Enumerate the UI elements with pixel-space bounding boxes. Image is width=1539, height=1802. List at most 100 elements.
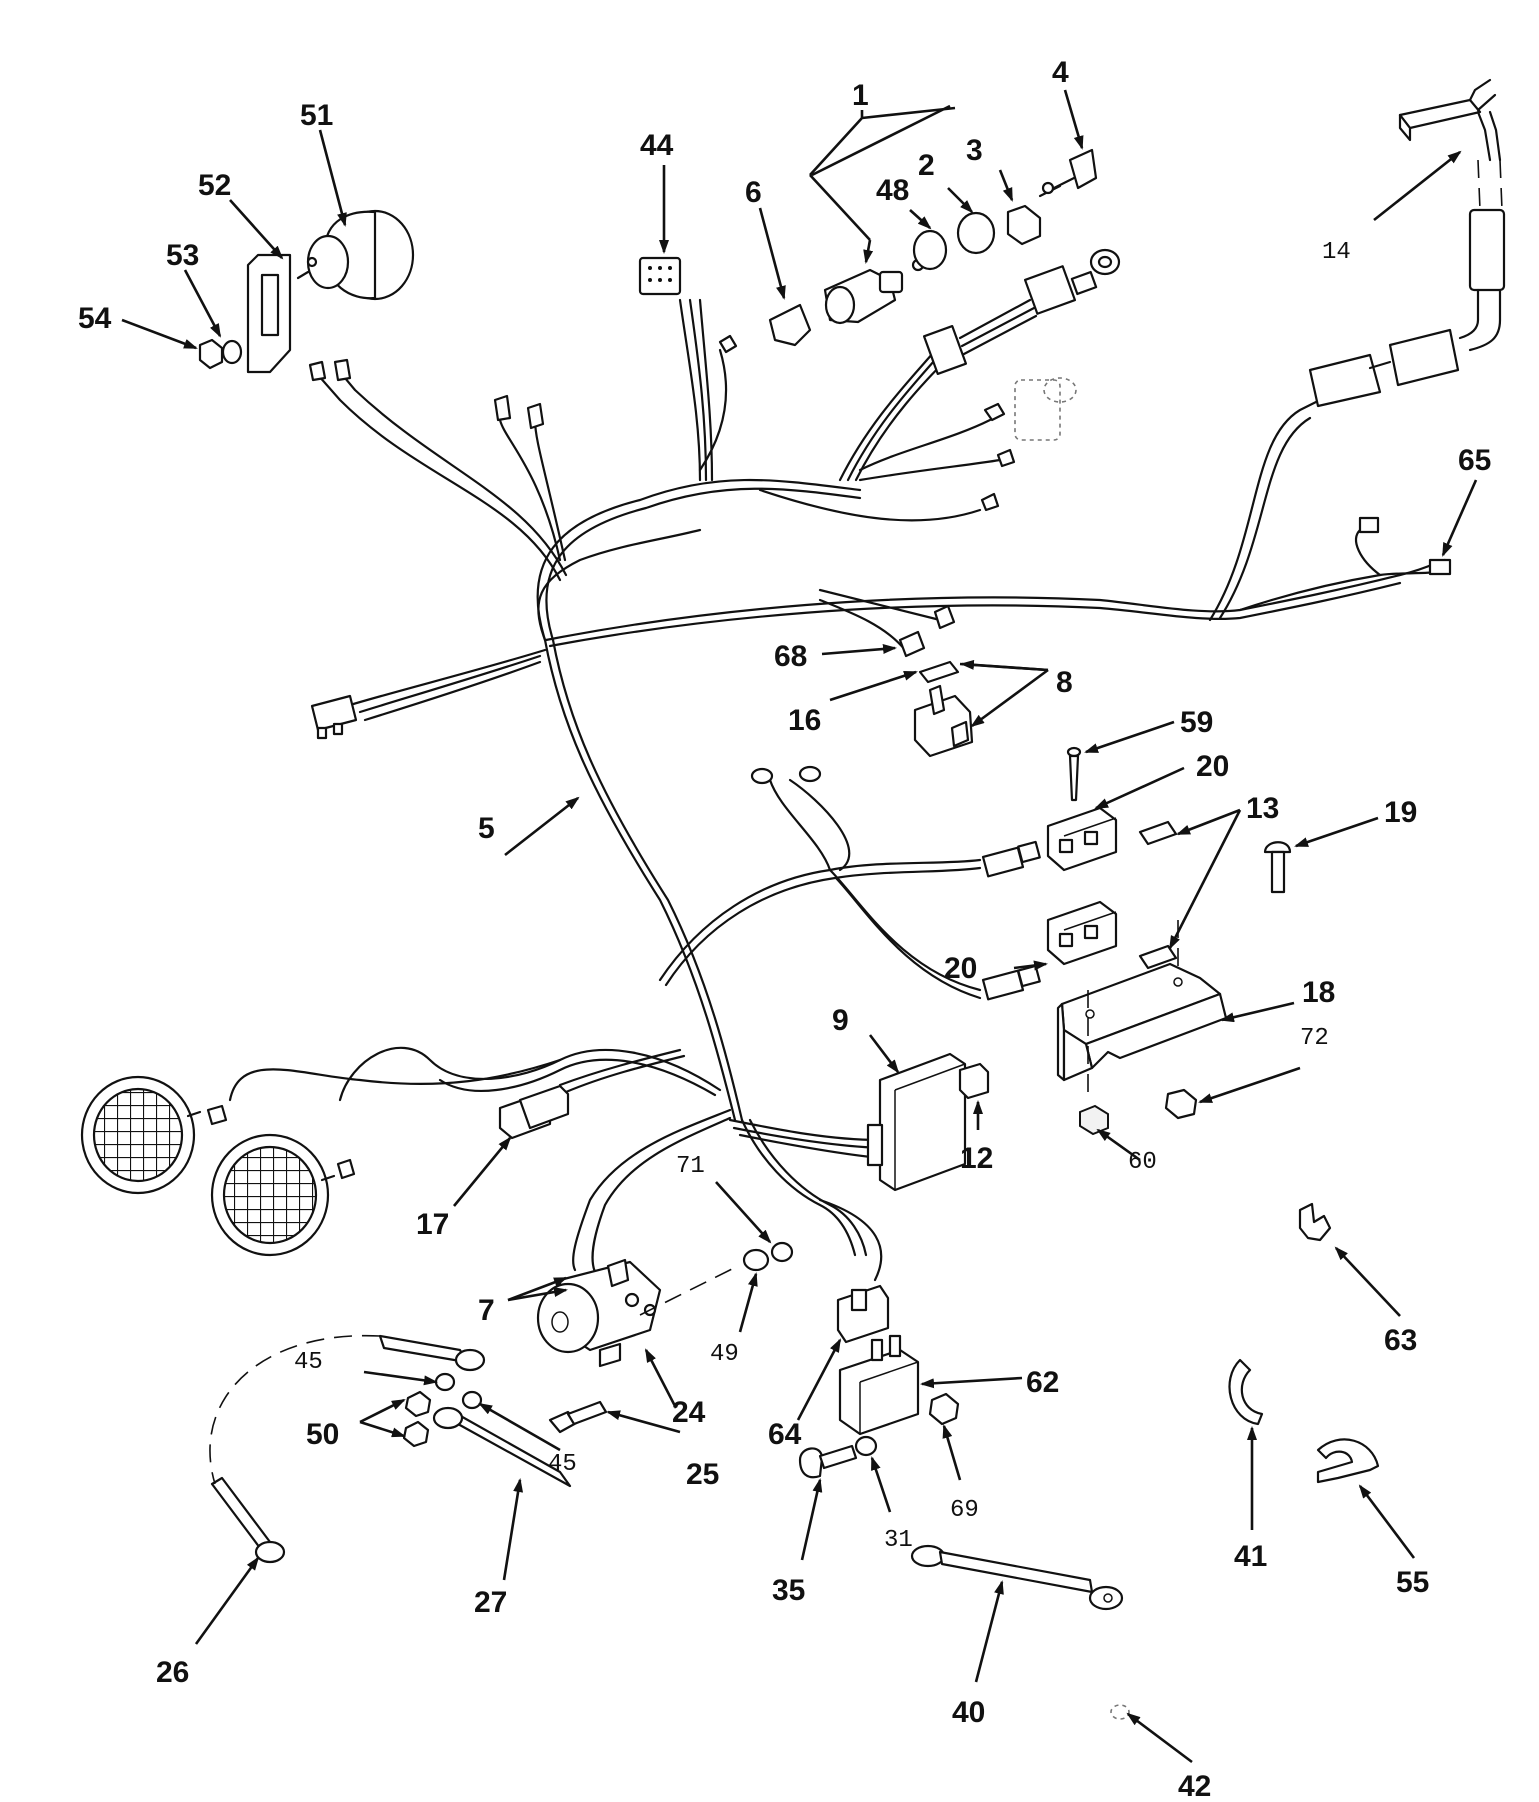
connector-left xyxy=(310,694,358,740)
cable-26 xyxy=(210,1476,286,1564)
terminal xyxy=(333,358,352,382)
washer-48 xyxy=(912,229,948,271)
nut-50-lower xyxy=(402,1420,430,1448)
pad-13-upper xyxy=(1138,820,1178,846)
terminal xyxy=(980,492,1000,512)
bracket-52 xyxy=(246,253,292,374)
callout-65: 65 xyxy=(1458,444,1491,477)
callout-63: 63 xyxy=(1384,1324,1417,1357)
pad-13-lower xyxy=(1138,944,1178,970)
connector-65 xyxy=(1358,516,1452,576)
callout-9: 9 xyxy=(832,1004,849,1037)
callout-8: 8 xyxy=(1056,666,1073,699)
callout-35: 35 xyxy=(772,1574,805,1607)
callout-17: 17 xyxy=(416,1208,449,1241)
gauge-51 xyxy=(296,209,415,301)
callout-25: 25 xyxy=(686,1458,719,1491)
callout-16: 16 xyxy=(788,704,821,737)
clamp-41 xyxy=(1228,1358,1264,1426)
solenoid-24 xyxy=(536,1258,662,1368)
nut-60 xyxy=(1079,1104,1109,1136)
headlamp-right xyxy=(210,1133,336,1257)
callout-41: 41 xyxy=(1234,1540,1267,1573)
screw-19 xyxy=(1263,841,1292,894)
terminal xyxy=(308,360,327,382)
nut-71 xyxy=(770,1241,794,1263)
regulator-9 xyxy=(866,1052,967,1192)
callout-50: 50 xyxy=(306,1418,339,1451)
connector-17 xyxy=(498,1084,570,1140)
terminal xyxy=(718,334,738,354)
callout-71: 71 xyxy=(676,1153,705,1180)
callout-31: 31 xyxy=(884,1527,913,1554)
callout-44: 44 xyxy=(640,129,674,162)
callout-49: 49 xyxy=(710,1341,739,1368)
ground-strap-40 xyxy=(910,1544,1124,1611)
callout-19: 19 xyxy=(1384,796,1417,829)
relay-62 xyxy=(838,1334,920,1436)
callout-53: 53 xyxy=(166,239,199,272)
key-switch-1 xyxy=(823,258,925,325)
bracket-18 xyxy=(1056,920,1228,1100)
callout-55: 55 xyxy=(1396,1566,1429,1599)
harness-connectors xyxy=(750,765,1041,1001)
callout-4: 4 xyxy=(1052,56,1069,89)
callout-20-lower: 20 xyxy=(944,952,977,985)
nut-3 xyxy=(1006,204,1042,246)
callout-2: 2 xyxy=(918,149,935,182)
nut-72 xyxy=(1164,1088,1198,1120)
nut-69 xyxy=(928,1392,960,1426)
washer-42 xyxy=(1110,1704,1130,1720)
main-harness xyxy=(228,298,1447,1282)
callout-12: 12 xyxy=(960,1142,993,1175)
screw-59 xyxy=(1066,746,1082,802)
terminal xyxy=(983,402,1006,422)
washer-45-lower xyxy=(461,1390,483,1410)
callout-18: 18 xyxy=(1302,976,1335,1009)
cable-27 xyxy=(432,1406,572,1488)
callout-7: 7 xyxy=(478,1294,495,1327)
callout-68: 68 xyxy=(774,640,807,673)
ghost-component xyxy=(1014,377,1077,441)
callout-13: 13 xyxy=(1246,792,1279,825)
callout-64: 64 xyxy=(768,1418,802,1451)
nut-50-upper xyxy=(404,1390,432,1418)
callout-40: 40 xyxy=(952,1696,985,1729)
callout-60: 60 xyxy=(1128,1149,1157,1176)
callout-48: 48 xyxy=(876,174,909,207)
callout-45-upper: 45 xyxy=(294,1349,323,1376)
callout-42: 42 xyxy=(1178,1770,1211,1802)
callout-27: 27 xyxy=(474,1586,507,1619)
clip-63 xyxy=(1298,1202,1332,1242)
callout-14: 14 xyxy=(1322,239,1351,266)
cable-upper xyxy=(378,1334,486,1372)
callout-20-upper: 20 xyxy=(1196,750,1229,783)
key-4 xyxy=(1038,148,1098,198)
pad-16 xyxy=(918,660,960,684)
terminal xyxy=(336,1158,356,1180)
terminal xyxy=(526,402,545,430)
headlamp-left xyxy=(80,1075,202,1195)
callout-54: 54 xyxy=(78,302,112,335)
leader-lines xyxy=(121,89,1478,1764)
callout-1: 1 xyxy=(852,79,869,112)
terminal xyxy=(996,448,1016,468)
callout-5: 5 xyxy=(478,812,495,845)
callout-59: 59 xyxy=(1180,706,1213,739)
relay-socket-64 xyxy=(836,1284,890,1344)
callout-6: 6 xyxy=(745,176,762,209)
washer-45-upper xyxy=(434,1372,456,1392)
callout-labels: 51 52 53 54 44 6 1 48 2 3 4 14 65 68 16 … xyxy=(78,56,1491,1802)
terminal xyxy=(206,1104,228,1126)
callout-72: 72 xyxy=(1300,1025,1329,1052)
harness-14 xyxy=(1308,78,1506,408)
callout-62: 62 xyxy=(1026,1366,1059,1399)
switch-harness xyxy=(922,248,1121,376)
bolt-35 xyxy=(798,1444,858,1479)
callout-3: 3 xyxy=(966,134,983,167)
connector-44 xyxy=(638,256,682,296)
callout-69: 69 xyxy=(950,1497,979,1524)
callout-52: 52 xyxy=(198,169,231,202)
washer-31 xyxy=(854,1435,878,1457)
nut-54 xyxy=(198,338,224,370)
